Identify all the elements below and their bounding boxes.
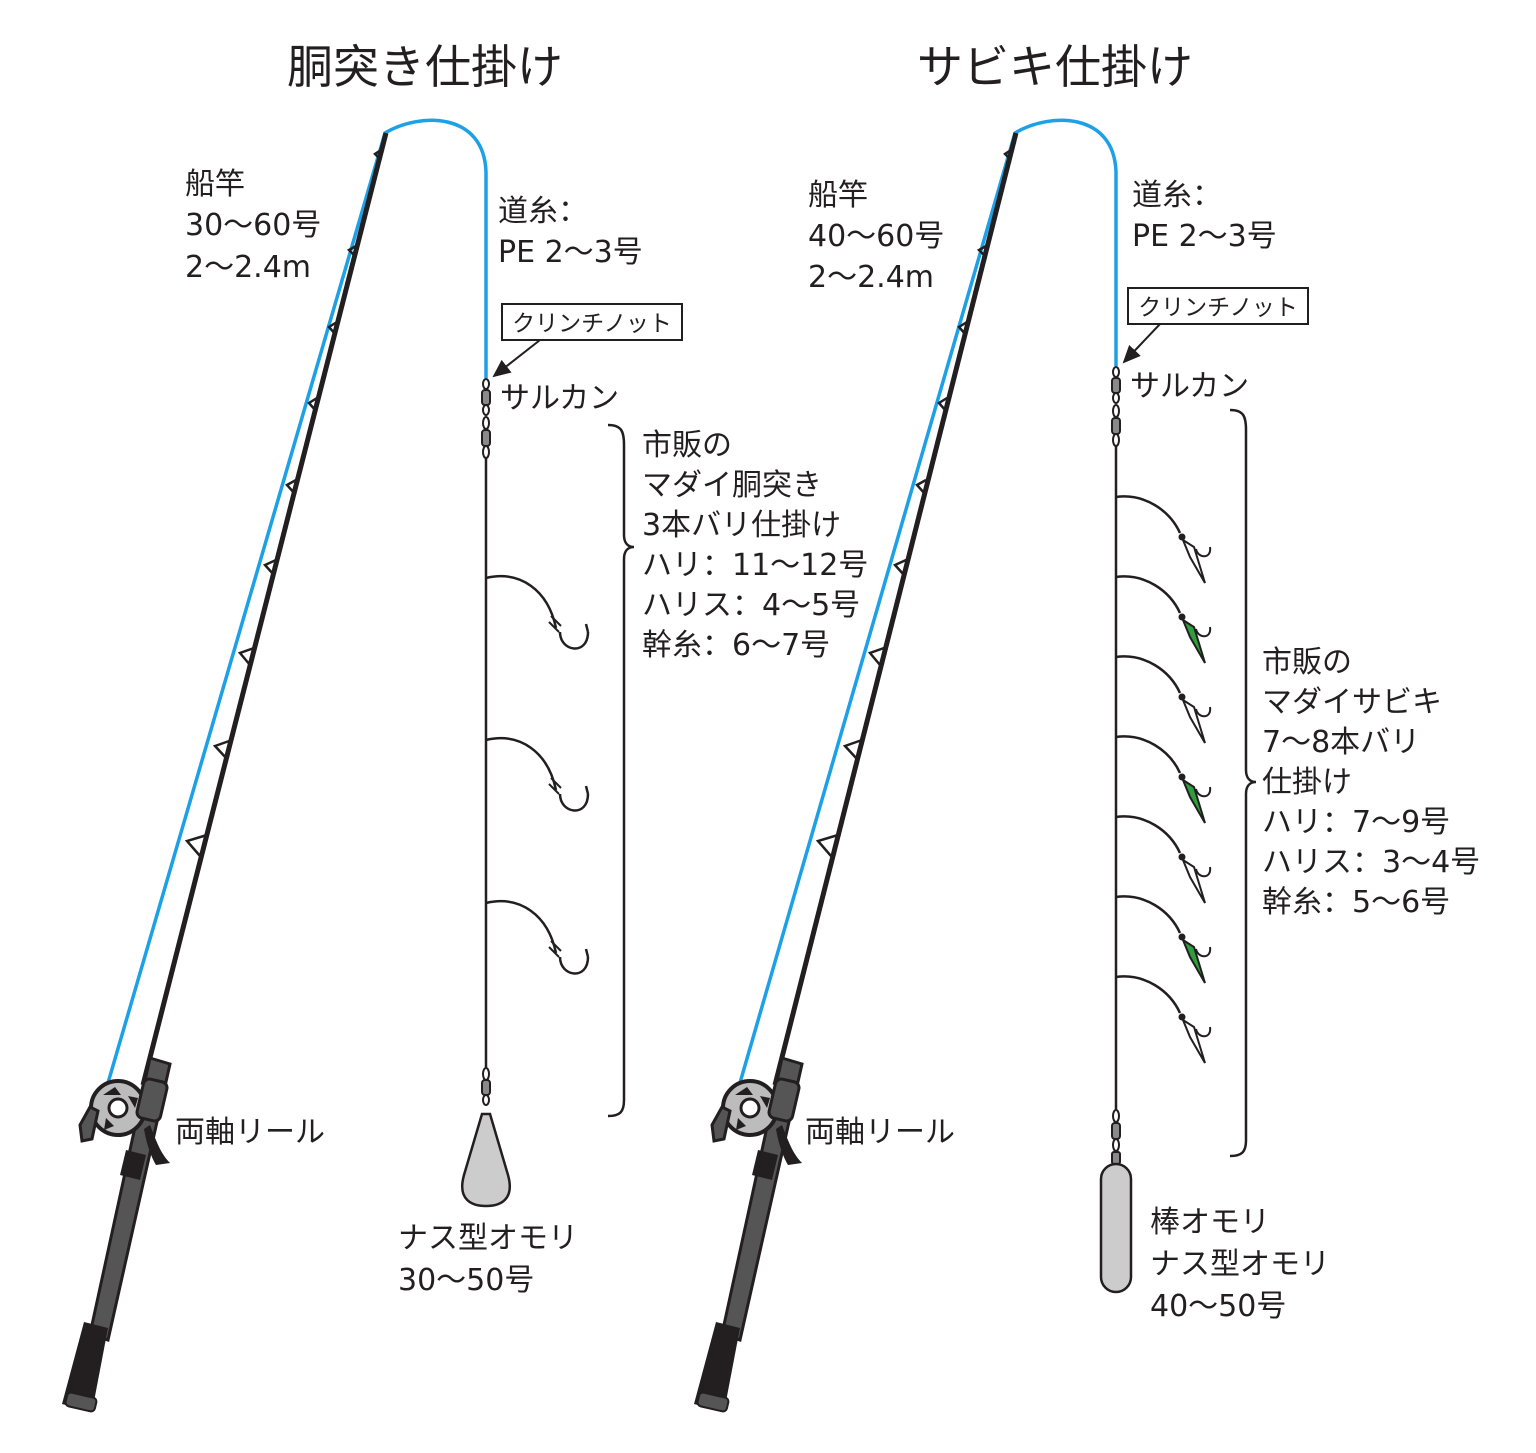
left-rig-line-6: 幹糸：6〜7号 [642,628,830,663]
right-rig-line-3: 7〜8本バリ [1262,725,1420,760]
left-sinker-type: ナス型オモリ [398,1221,578,1256]
right-rig-line-7: 幹糸：5〜6号 [1262,885,1450,920]
right-rig-line-4: 仕掛け [1262,765,1352,800]
left-rig-line-5: ハリス：4〜5号 [642,588,860,623]
right-swivel-label: サルカン [1130,369,1249,404]
left-branch-hooks [485,575,590,975]
right-sinker-type-2: ナス型オモリ [1150,1247,1330,1282]
hook-branch [485,900,590,975]
right-rig-line-2: マダイサビキ [1262,685,1442,720]
left-rig-line-1: 市販の [642,428,732,463]
left-rod-guides [184,148,382,857]
right-sabiki-branches [1115,495,1212,1064]
flasher-lure-icon [1180,937,1206,984]
right-rod-name: 船竿 [808,178,868,213]
left-mainline-spec: PE 2〜3号 [498,235,643,270]
sabiki-branch [1115,975,1212,1064]
right-rod-length: 2〜2.4m [808,260,934,295]
sabiki-branch [1115,735,1212,824]
right-bottom-swivel-icon [1111,1109,1121,1165]
left-rod-name: 船竿 [185,167,245,202]
left-rod-weight: 30〜60号 [185,208,321,243]
flasher-lure-icon [1180,1017,1206,1064]
right-knot-box [1127,287,1309,325]
right-mainline-label: 道糸： [1132,178,1222,213]
left-brace [607,423,635,1118]
left-knot-arrow [492,339,541,378]
flasher-lure-icon [1180,537,1206,584]
left-sinker-weight: 30〜50号 [398,1263,534,1298]
left-reel-label: 両軸リール [175,1115,325,1150]
right-reel-label: 両軸リール [805,1115,955,1150]
right-rig-line-6: ハリス：3〜4号 [1262,845,1480,880]
right-rod [694,132,1019,1413]
left-fishing-line [101,118,488,1101]
hook-branch [485,575,590,650]
left-bottom-swivel-icon [481,1067,491,1106]
right-sinker-icon [1099,1162,1133,1294]
hook-branch [485,737,590,812]
left-swivel-label: サルカン [500,381,619,416]
right-knot-label: クリンチノット [1138,295,1298,321]
right-rod-guides [815,148,1012,857]
sabiki-branch [1115,495,1212,584]
sabiki-branch [1115,655,1212,744]
left-knot-box [501,303,683,341]
sabiki-branch [1115,815,1212,904]
sabiki-branch [1115,575,1212,664]
flasher-lure-icon [1180,777,1206,824]
left-mainline-label: 道糸： [498,194,588,229]
right-reel-icon [710,1077,802,1165]
left-reel-icon [78,1077,170,1165]
left-rod-butt [62,1322,108,1412]
left-rig-line-4: ハリ：11〜12号 [642,548,868,583]
flasher-lure-icon [1180,697,1206,744]
right-rig-line-1: 市販の [1262,645,1352,680]
left-rig-line-2: マダイ胴突き [642,468,822,503]
left-rod-length: 2〜2.4m [185,250,311,285]
left-title: 胴突き仕掛け [287,40,563,94]
right-knot-arrow [1122,323,1161,364]
flasher-lure-icon [1180,857,1206,904]
right-sinker-type-1: 棒オモリ [1150,1205,1270,1240]
left-rod [62,132,389,1413]
sabiki-branch [1115,895,1212,984]
right-panel: サビキ仕掛け [694,40,1480,1413]
right-rod-weight: 40〜60号 [808,219,944,254]
left-panel: 胴突き仕掛け [62,40,868,1413]
right-fishing-line [733,118,1118,1101]
right-rod-butt [694,1322,740,1412]
right-swivel-icon [1111,366,1121,447]
left-sinker-icon [461,1112,511,1208]
right-brace [1229,408,1257,1158]
right-rig-line-5: ハリ：7〜9号 [1262,805,1450,840]
left-knot-label: クリンチノット [512,311,672,337]
left-rig-line-3: 3本バリ仕掛け [642,508,841,543]
right-title: サビキ仕掛け [917,40,1193,94]
left-swivel-icon [481,378,491,459]
flasher-lure-icon [1180,617,1206,664]
right-mainline-spec: PE 2〜3号 [1132,219,1277,254]
right-sinker-weight: 40〜50号 [1150,1289,1286,1324]
